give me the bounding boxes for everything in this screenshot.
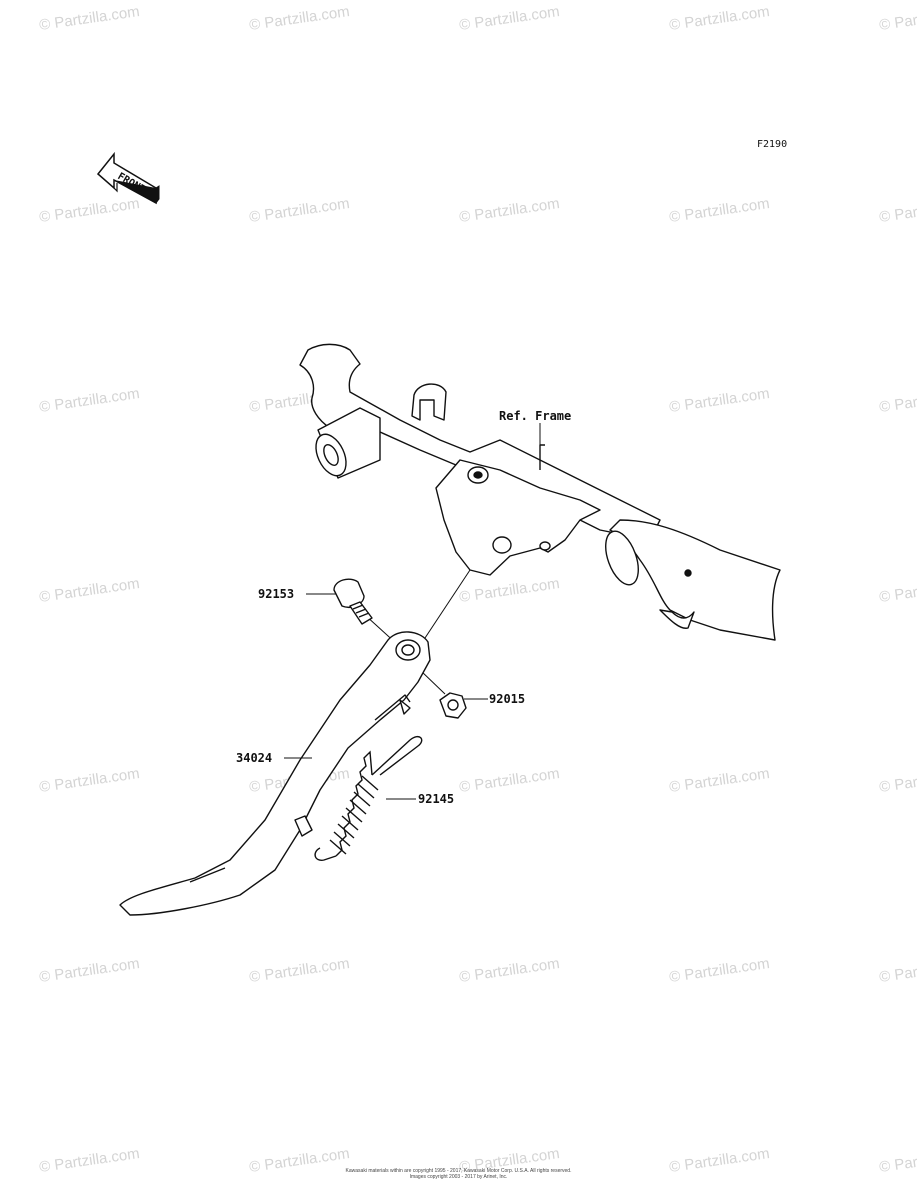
watermark: © Partzilla.com [248,3,350,34]
watermark: © Partzilla.com [668,765,770,796]
watermark: © Partzilla.com [668,195,770,226]
watermark: © Partzilla.com [878,195,917,226]
part-number-34024: 34024 [236,751,272,765]
part-number-92015: 92015 [489,692,525,706]
watermark: © Partzilla.com [878,385,917,416]
watermark: © Partzilla.com [878,575,917,606]
ref-frame-label: Ref. Frame [499,409,571,423]
callout-92015: 92015 [464,692,525,706]
watermark: © Partzilla.com [878,3,917,34]
watermark: © Partzilla.com [878,765,917,796]
figure-code: F2190 [757,139,787,150]
watermark: © Partzilla.com [38,195,140,226]
assembly-line-nut [419,669,446,695]
watermark: © Partzilla.com [458,955,560,986]
watermark: © Partzilla.com [668,3,770,34]
copyright-notice: Kawasaki materials within are copyright … [0,1168,917,1180]
copyright-line-1: Kawasaki materials within are copyright … [345,1168,572,1174]
assembly-line [424,569,471,639]
callout-92153: 92153 [258,587,336,601]
watermark: © Partzilla.com [458,195,560,226]
watermark: © Partzilla.com [38,765,140,796]
spring-92145 [314,736,423,861]
bolt-92153 [333,578,373,625]
watermark: © Partzilla.com [458,3,560,34]
watermark: © Partzilla.com [458,575,560,606]
watermark: © Partzilla.com [668,385,770,416]
watermark: © Partzilla.com [38,955,140,986]
copyright-line-2: Images copyright 2003 - 2017 by Arinet, … [409,1174,508,1180]
callout-34024: 34024 [236,751,312,765]
callout-92145: 92145 [386,792,454,806]
front-arrow-icon: FRONT [96,151,160,205]
watermark: © Partzilla.com [878,955,917,986]
part-number-92153: 92153 [258,587,294,601]
nut-92015 [439,692,467,719]
side-stand-34024 [119,631,431,916]
watermark: © Partzilla.com [248,955,350,986]
watermark: © Partzilla.com [38,385,140,416]
watermark: © Partzilla.com [248,195,350,226]
watermark-layer: © Partzilla.com © Partzilla.com © Partzi… [38,3,917,1176]
part-number-92145: 92145 [418,792,454,806]
watermark: © Partzilla.com [38,3,140,34]
frame-drawing [299,343,781,641]
watermark: © Partzilla.com [668,955,770,986]
watermark: © Partzilla.com [458,765,560,796]
watermark: © Partzilla.com [38,575,140,606]
